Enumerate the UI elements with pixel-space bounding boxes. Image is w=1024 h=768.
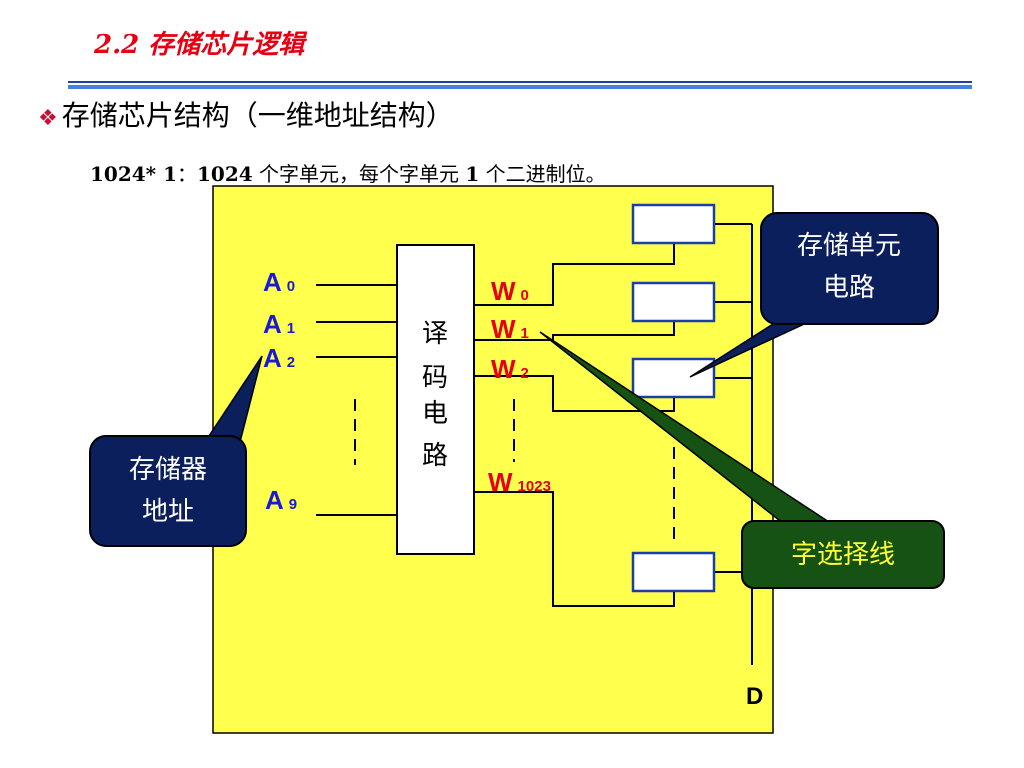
callout-memory-address-line1: 存储器 bbox=[129, 455, 207, 485]
address-input-lines bbox=[316, 284, 397, 516]
slide-title: 2.2 存储芯片逻辑 bbox=[94, 30, 305, 60]
callout-word-select bbox=[741, 520, 945, 589]
data-bus-line bbox=[714, 223, 753, 665]
callout-word-select-label: 字选择线 bbox=[791, 540, 895, 570]
data-line-label: D bbox=[746, 683, 763, 710]
section-heading: ❖存储芯片结构（一维地址结构） bbox=[38, 94, 454, 134]
section-heading-text: 存储芯片结构（一维地址结构） bbox=[61, 99, 454, 132]
memory-cell bbox=[631, 357, 716, 399]
decoder-label-3: 电 bbox=[422, 399, 448, 429]
title-rule-thin bbox=[68, 81, 972, 83]
memory-cell bbox=[631, 281, 716, 323]
decoder-box bbox=[396, 244, 475, 555]
capacity-description: 1024* 1：1024 个字单元，每个字单元 1 个二进制位。 bbox=[90, 162, 606, 186]
memory-cell bbox=[631, 203, 716, 245]
chip-background bbox=[212, 185, 774, 734]
callout-memory-address-line2: 地址 bbox=[142, 497, 194, 527]
memory-cell bbox=[631, 551, 716, 593]
capacity-spec: 1024* 1 bbox=[90, 162, 178, 186]
diamond-bullet-icon: ❖ bbox=[38, 106, 58, 131]
callout-memory-cell-line2: 电路 bbox=[823, 273, 875, 303]
callout-memory-cell-line1: 存储单元 bbox=[797, 231, 901, 261]
decoder-label-1: 译 bbox=[422, 319, 448, 349]
decoder-label-2: 码 bbox=[422, 363, 448, 393]
decoder-label-4: 路 bbox=[422, 441, 448, 471]
callout-memory-cell bbox=[760, 212, 939, 325]
title-rule-thick bbox=[68, 85, 972, 89]
word-select-lines bbox=[474, 244, 675, 607]
memory-cells bbox=[631, 203, 716, 593]
callout-memory-address bbox=[89, 435, 247, 547]
